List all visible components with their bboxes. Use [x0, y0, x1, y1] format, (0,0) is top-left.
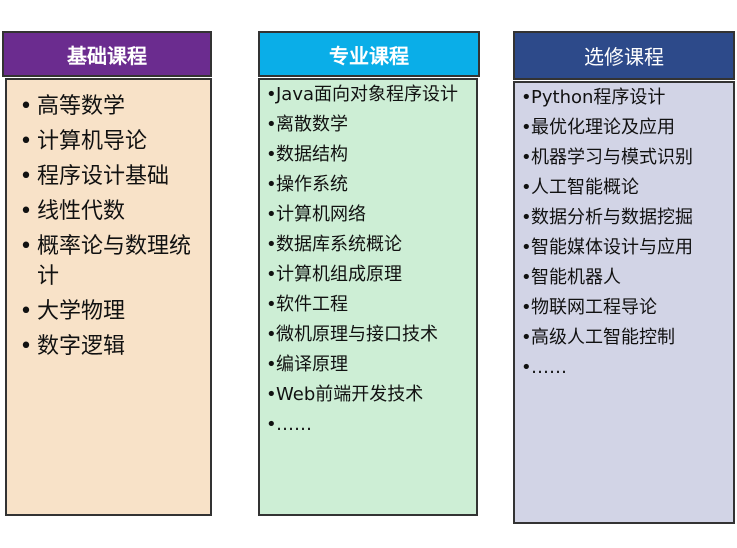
list-item: •……: [521, 357, 567, 378]
list-item: •高等数学: [19, 94, 126, 119]
list-item: •微机原理与接口技术: [266, 324, 438, 345]
list-item: •计算机网络: [266, 204, 366, 225]
list-item: •Web前端开发技术: [266, 384, 424, 405]
list-item: •……: [266, 414, 312, 435]
list-item: •人工智能概论: [521, 177, 639, 198]
list-item: •计算机组成原理: [266, 264, 402, 285]
basic-courses-title: 基础课程: [67, 43, 147, 68]
list-item: •Python程序设计: [521, 87, 666, 108]
list-item: •最优化理论及应用: [521, 117, 675, 138]
list-item: •智能机器人: [521, 267, 621, 288]
basic-courses-header: 基础课程: [2, 31, 212, 77]
elective-courses-title: 选修课程: [584, 45, 664, 69]
elective-courses-list: •Python程序设计 •最优化理论及应用 •机器学习与模式识别 •人工智能概论…: [515, 83, 733, 379]
list-item: •机器学习与模式识别: [521, 147, 693, 168]
elective-courses-body: •Python程序设计 •最优化理论及应用 •机器学习与模式识别 •人工智能概论…: [513, 81, 735, 524]
list-item: •编译原理: [266, 354, 348, 375]
list-item: •操作系统: [266, 174, 348, 195]
list-item: •智能媒体设计与应用: [521, 237, 693, 258]
list-item: •数据库系统概论: [266, 234, 402, 255]
major-courses-title: 专业课程: [329, 43, 409, 68]
list-item: •数据结构: [266, 144, 348, 165]
list-item: •程序设计基础: [19, 164, 170, 189]
list-item: •物联网工程导论: [521, 297, 657, 318]
basic-courses-body: •高等数学 •计算机导论 •程序设计基础 •线性代数 •概率论与数理统计 •大学…: [5, 78, 212, 516]
list-item: •线性代数: [19, 199, 126, 224]
list-item: •Java面向对象程序设计: [266, 84, 459, 105]
list-item: •概率论与数理统计: [19, 234, 192, 289]
list-item: •数字逻辑: [19, 334, 126, 359]
list-item: •高级人工智能控制: [521, 327, 675, 348]
list-item: •大学物理: [19, 299, 126, 324]
list-item: •数据分析与数据挖掘: [521, 207, 693, 228]
major-courses-list: •Java面向对象程序设计 •离散数学 •数据结构 •操作系统 •计算机网络 •…: [260, 80, 476, 436]
list-item: •离散数学: [266, 114, 348, 135]
major-courses-header: 专业课程: [258, 31, 480, 77]
list-item: •计算机导论: [19, 129, 148, 154]
elective-courses-header: 选修课程: [513, 31, 735, 80]
list-item: •软件工程: [266, 294, 348, 315]
major-courses-body: •Java面向对象程序设计 •离散数学 •数据结构 •操作系统 •计算机网络 •…: [258, 78, 478, 516]
basic-courses-list: •高等数学 •计算机导论 •程序设计基础 •线性代数 •概率论与数理统计 •大学…: [7, 80, 210, 362]
